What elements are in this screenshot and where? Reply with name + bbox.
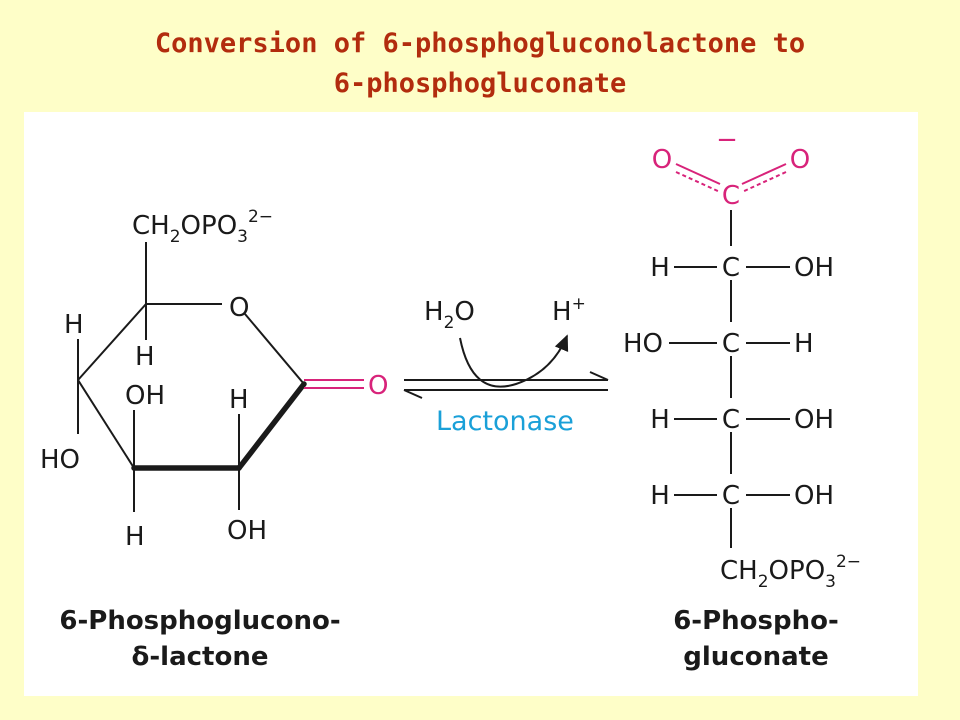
gluconate-row4-carbon: C xyxy=(722,405,740,435)
gluconate-o-right: O xyxy=(790,145,810,175)
gluconate-row4-right: OH xyxy=(794,405,834,435)
bond-c1-o-right-partial xyxy=(741,171,787,193)
gluconate-o-left: O xyxy=(652,145,672,175)
gluconate-name-line-2: gluconate xyxy=(683,642,828,672)
gluconate-c1: C xyxy=(722,181,740,211)
gluconate-ch2opo3-label: CH2OPO32− xyxy=(720,552,861,592)
lactone-oh-c3: OH xyxy=(125,381,165,411)
slide-title: Conversion of 6-phosphogluconolactone to… xyxy=(0,24,960,104)
reaction-arrows: H2O H+ Lactonase xyxy=(403,294,609,437)
bond-c5-c4 xyxy=(77,303,147,381)
water-label: H2O xyxy=(424,297,475,333)
gluconate-row5-right: OH xyxy=(794,481,834,511)
bond-c1-o-left xyxy=(675,163,721,185)
reaction-figure: CH2OPO32− O H H HO OH H H OH O 6-Phospho… xyxy=(24,112,918,696)
gluconate-row4-left: H xyxy=(650,405,670,435)
curved-arrow-water-to-proton xyxy=(459,334,569,388)
forward-arrow-head xyxy=(589,371,609,381)
reverse-arrow-head xyxy=(403,389,423,399)
gluconate-row3-carbon: C xyxy=(722,329,740,359)
gluconate-row3-right: H xyxy=(794,329,814,359)
bond-c1-o-left-partial xyxy=(675,171,721,193)
gluconate-row2-carbon: C xyxy=(722,253,740,283)
lactone-h-c5: H xyxy=(135,342,155,372)
lactone-name-line-1: 6-Phosphoglucono- xyxy=(59,606,340,636)
bond-c1-o-right xyxy=(741,163,787,185)
lactone-structure: CH2OPO32− O H H HO OH H H OH O 6-Phospho… xyxy=(40,207,388,672)
gluconate-row5-carbon: C xyxy=(722,481,740,511)
proton-label: H+ xyxy=(552,294,586,327)
bond-c2-c1 xyxy=(236,381,307,471)
title-line-1: Conversion of 6-phosphogluconolactone to xyxy=(154,28,806,59)
lactone-carbonyl-oxygen: O xyxy=(368,371,388,401)
lactone-oh-c2: OH xyxy=(227,516,267,546)
lactone-name-line-2: δ-lactone xyxy=(132,642,269,672)
gluconate-row3-left: HO xyxy=(623,329,663,359)
gluconate-charge: − xyxy=(716,125,738,155)
title-line-2: 6-phosphogluconate xyxy=(333,68,627,99)
gluconate-row2-left: H xyxy=(650,253,670,283)
lactone-h-c2: H xyxy=(229,385,249,415)
bond-o-c1 xyxy=(244,313,305,385)
lactone-h-c3-bottom: H xyxy=(125,522,145,552)
lactone-ch2opo3-label: CH2OPO32− xyxy=(132,207,273,247)
reaction-diagram: CH2OPO32− O H H HO OH H H OH O 6-Phospho… xyxy=(40,125,861,672)
gluconate-row5-left: H xyxy=(650,481,670,511)
gluconate-row2-right: OH xyxy=(794,253,834,283)
lactone-ring-oxygen: O xyxy=(229,293,249,323)
lactone-h-left: H xyxy=(64,310,84,340)
gluconate-structure: − O O C H C OH HO C H H C OH H C xyxy=(623,125,861,672)
lactone-ho-left: HO xyxy=(40,445,80,475)
enzyme-label: Lactonase xyxy=(436,406,574,437)
gluconate-name-line-1: 6-Phospho- xyxy=(673,606,839,636)
bond-c4-c3 xyxy=(77,379,135,469)
